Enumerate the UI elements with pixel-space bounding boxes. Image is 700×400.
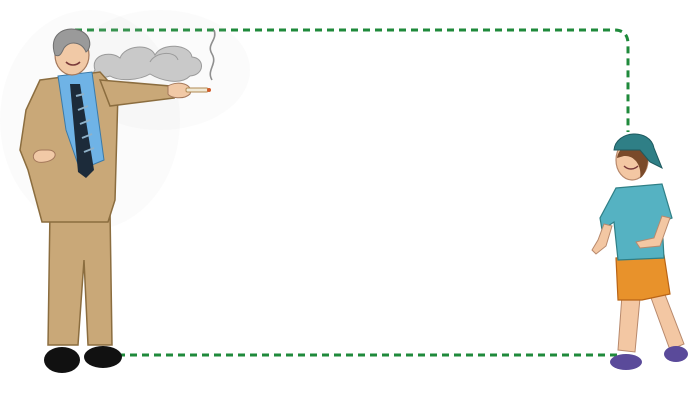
- boy-figure: [591, 133, 688, 370]
- boy-right-leg: [649, 291, 685, 351]
- cigarette: [185, 87, 209, 93]
- man-right-shoe: [84, 346, 122, 368]
- boy-shorts: [615, 254, 671, 301]
- boy-left-arm: [591, 223, 613, 255]
- boy-hair: [617, 143, 648, 178]
- boy-left-leg: [617, 294, 641, 353]
- man-hair: [52, 28, 91, 57]
- man-left-hand: [32, 149, 56, 163]
- boy-right-shoe: [664, 346, 688, 362]
- man-figure: [19, 28, 211, 373]
- man-right-hand: [167, 82, 192, 99]
- man-tie: [70, 84, 94, 178]
- man-right-arm: [98, 79, 176, 107]
- boy-right-arm: [635, 215, 671, 249]
- dashed-frame: [75, 28, 630, 357]
- man-left-shoe: [44, 347, 80, 373]
- boy-cap: [613, 133, 663, 170]
- smoke-cloud: [93, 29, 216, 82]
- boy-left-shoe: [610, 354, 642, 370]
- man-legs: [47, 209, 113, 346]
